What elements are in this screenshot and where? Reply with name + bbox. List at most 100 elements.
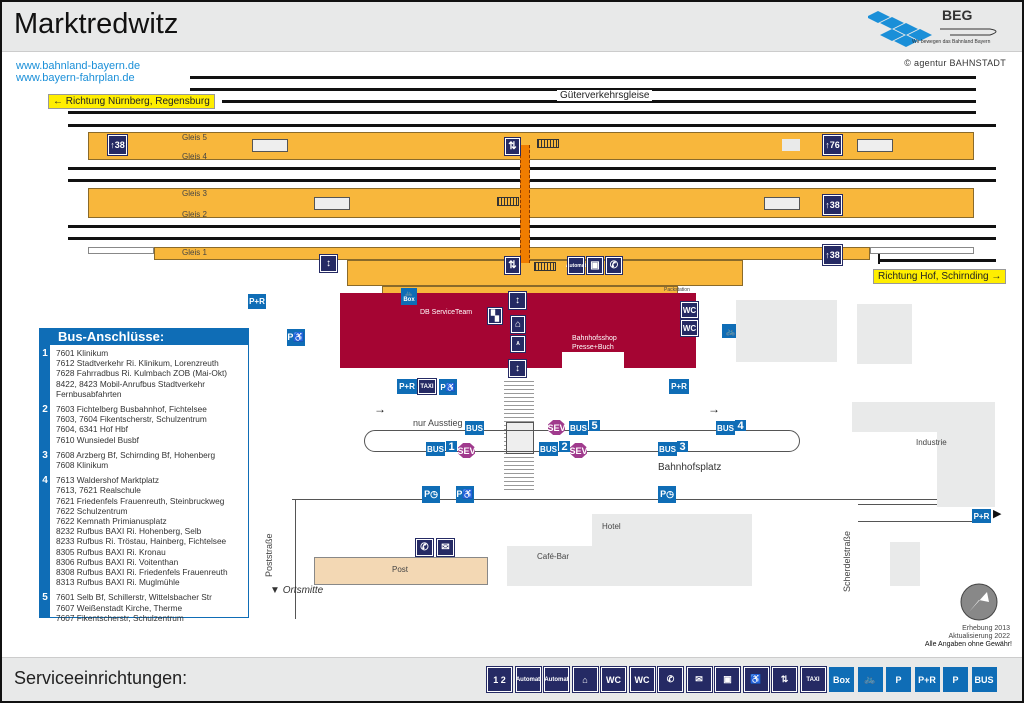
bus-line: Fernbusabfahrten bbox=[56, 388, 122, 399]
exit-76-icon: ↑76 bbox=[822, 134, 843, 156]
bike-box-icon: 🚲Box bbox=[401, 288, 417, 305]
shelter-icon bbox=[764, 197, 800, 210]
disabled-parking-icon: P♿ bbox=[439, 379, 457, 395]
wc-icon: WC bbox=[680, 301, 699, 319]
ortsmitte-text: Ortsmitte bbox=[282, 585, 324, 596]
bus-line: 8233 Rufbus Ri. Tröstau, Hainberg, Ficht… bbox=[56, 536, 227, 547]
sev-label: SEV bbox=[569, 445, 588, 456]
direction-east-label: Richtung Hof, Schirnding → bbox=[873, 269, 1007, 284]
sev-icon: SEV bbox=[548, 420, 565, 435]
bus-stop-number: 1 bbox=[42, 348, 48, 359]
waiting-room-icon: ⌂ bbox=[510, 315, 526, 334]
bus-line: 7607 Weißenstadt Kirche, Therme bbox=[56, 602, 183, 613]
building bbox=[857, 304, 912, 364]
stop-number-3: 3 bbox=[677, 441, 688, 453]
mail-icon: ✉ bbox=[685, 666, 713, 693]
ramp-icon: ↕ bbox=[319, 254, 338, 273]
bus-line: 7612 Stadtverkehr Ri. Klinikum, Lorenzre… bbox=[56, 358, 219, 369]
track-end bbox=[880, 259, 996, 262]
bus-line: 8308 Rufbus BAXI Ri. Friedenfels Frauenr… bbox=[56, 567, 228, 578]
gleis-5-label: Gleis 5 bbox=[182, 133, 207, 142]
elevator-icon[interactable]: ↕ bbox=[508, 359, 527, 378]
link-bayern-fahrplan[interactable]: www.bayern-fahrplan.de bbox=[16, 72, 135, 84]
pr-direction-arrow: ▶ bbox=[993, 508, 1002, 520]
elevator-icon[interactable]: ⇅ bbox=[504, 256, 521, 275]
gleis-4-label: Gleis 4 bbox=[182, 152, 207, 161]
industrie-building bbox=[852, 402, 942, 432]
taxi-label: TAXI bbox=[420, 383, 434, 390]
bus-line: 7613, 7621 Realschule bbox=[56, 485, 141, 496]
industrie-building bbox=[937, 402, 995, 507]
shop-label: Bahnhofsshop bbox=[572, 335, 617, 342]
bike-parking-icon: 🚲 bbox=[857, 667, 883, 692]
accessible-wc-icon: WC bbox=[600, 666, 627, 693]
locker-icon: ▣ bbox=[586, 256, 604, 275]
bus-line: 7604, 6341 Hof Hbf bbox=[56, 424, 128, 435]
bike-parking-icon: 🚲 bbox=[722, 324, 739, 338]
link-bahnland-bayern[interactable]: www.bahnland-bayern.de bbox=[16, 60, 141, 72]
bus-stop-1-icon: BUS bbox=[426, 442, 445, 456]
exit-number: 38 bbox=[829, 200, 840, 210]
traffic-direction-arrow: → bbox=[374, 402, 386, 416]
buffer-stop bbox=[878, 254, 880, 264]
poststrasse-label: Poststraße bbox=[264, 533, 274, 577]
pr-label: P+R bbox=[973, 511, 990, 521]
track bbox=[68, 124, 996, 127]
bus-icon: BUS bbox=[971, 667, 997, 692]
bus-line: 7621 Friedenfels Frauenreuth, Steinbruck… bbox=[56, 495, 225, 506]
stop-number-1: 1 bbox=[446, 441, 457, 453]
logo-slogan: Wir bewegen das Bahnland Bayern bbox=[912, 39, 991, 45]
underpass bbox=[520, 145, 530, 263]
cafe-building bbox=[507, 546, 597, 586]
disabled-parking-icon: P♿ bbox=[456, 486, 474, 503]
bus-line: 8306 Rufbus BAXI Ri. Voitenthan bbox=[56, 556, 179, 567]
copyright: © agentur BAHNSTADT bbox=[904, 58, 1006, 68]
short-term-parking-icon: P◷ bbox=[658, 486, 676, 503]
sev-label: SEV bbox=[457, 445, 476, 456]
icon-label: 1 2 bbox=[493, 674, 506, 685]
exit-38-icon: ↑38 bbox=[822, 194, 843, 216]
wc-icon: WC bbox=[628, 666, 656, 693]
stop-number-2: 2 bbox=[559, 441, 570, 453]
track bbox=[68, 237, 996, 240]
gleis-2-label: Gleis 2 bbox=[182, 210, 207, 219]
short-term-parking-icon: P◷ bbox=[422, 486, 440, 503]
train-swoosh-icon bbox=[940, 28, 997, 36]
bus-label: BUS bbox=[570, 423, 587, 433]
bus-line: 7610 Wunsiedel Busbf bbox=[56, 434, 139, 445]
ticket-machine-icon: A bbox=[510, 335, 526, 353]
elevator-icon[interactable]: ⇅ bbox=[504, 137, 521, 156]
freight-track bbox=[190, 76, 976, 79]
bus-line: 7607 Fikentscherstr, Schulzentrum bbox=[56, 612, 184, 623]
elevator-icon[interactable]: ↕ bbox=[508, 291, 527, 310]
icon-label: P+R bbox=[918, 674, 936, 685]
bus-line: 7603 Fichtelberg Busbahnhof, Fichtelsee bbox=[56, 404, 207, 414]
bus-line: 7622 Schulzentrum bbox=[56, 505, 128, 516]
bus-label: BUS bbox=[659, 444, 676, 454]
traffic-direction-arrow: → bbox=[708, 402, 720, 416]
mail-icon: ✉ bbox=[436, 538, 455, 557]
panel-sidebar bbox=[40, 345, 50, 617]
building bbox=[736, 300, 837, 362]
exit-number: 38 bbox=[114, 140, 125, 150]
stairs-icon bbox=[534, 262, 556, 271]
bus-stop-number: 3 bbox=[42, 449, 48, 461]
park-and-ride-icon: P+R bbox=[248, 294, 266, 309]
short-term-parking-icon: P bbox=[943, 667, 968, 692]
icon-label: WC bbox=[606, 674, 621, 685]
disclaimer: Alle Angaben ohne Gewähr! bbox=[924, 641, 1012, 648]
ticket-machine-long-distance-icon: Automat bbox=[514, 666, 542, 693]
freight-track bbox=[68, 111, 976, 114]
footer-title: Serviceeinrichtungen: bbox=[14, 668, 188, 688]
exit-38-icon: ↑38 bbox=[822, 244, 843, 266]
north-arrow-icon bbox=[960, 583, 998, 621]
icon-label: P bbox=[952, 674, 959, 685]
icon-label: Automat bbox=[544, 676, 569, 683]
post-building bbox=[314, 557, 488, 585]
shop-label-2: Presse+Buch bbox=[572, 344, 614, 351]
park-and-ride-icon: P+R bbox=[914, 667, 940, 692]
bus-stop-icon: BUS bbox=[465, 421, 484, 435]
elevator-icon: ⇅ bbox=[771, 666, 798, 693]
bus-line: 8422, 8423 Mobil-Anrufbus Stadtverkehr bbox=[56, 378, 205, 389]
cafe-label: Café-Bar bbox=[537, 552, 570, 561]
